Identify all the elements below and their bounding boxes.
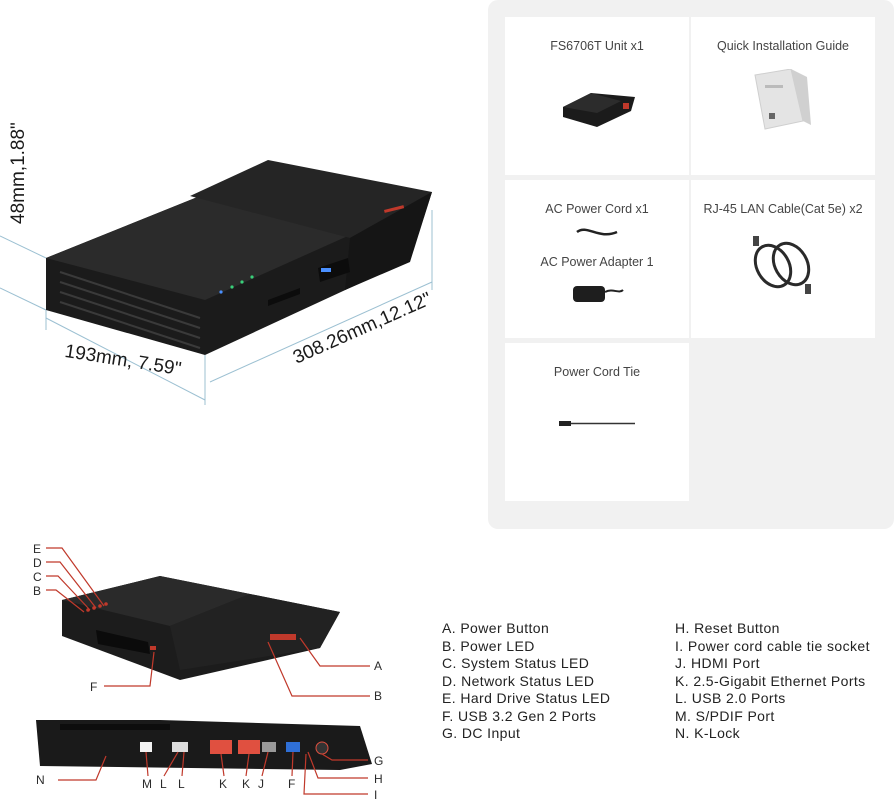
callout-letter: K (242, 777, 251, 791)
device-illustration (46, 160, 432, 355)
callout-letter: L (160, 777, 167, 791)
package-item-label: Quick Installation Guide (716, 39, 849, 53)
ethernet-cable-coil-icon (753, 236, 811, 294)
port-diagram (36, 547, 372, 795)
package-item-label: FS6706T Unit x1 (550, 39, 644, 53)
legend-item: C. System Status LED (442, 655, 590, 671)
callout-letter: H (374, 772, 383, 786)
package-item-label: Power Cord Tie (553, 365, 641, 379)
legend-item: F. USB 3.2 Gen 2 Ports (442, 707, 597, 724)
package-item-lan-cable: RJ-45 LAN Cable(Cat 5e) x2 (691, 180, 875, 338)
device-dimension-drawing (0, 160, 433, 405)
package-item-label: RJ-45 LAN Cable(Cat 5e) x2 (703, 202, 863, 216)
manual-booklet-icon (754, 69, 811, 130)
legend-right-column: H. Reset Button I. Power cord cable tie … (675, 620, 870, 743)
callout-letter: B (374, 689, 383, 703)
device-rear-view (36, 720, 372, 770)
legend-item: E. Hard Drive Status LED (442, 690, 611, 706)
power-cord-icon (576, 228, 618, 236)
callout-letter: L (178, 777, 185, 791)
legend-item: I. Power cord cable tie socket (675, 637, 870, 654)
callout-letter: F (90, 680, 98, 694)
callout-letter: A (374, 659, 383, 673)
device-thumbnail-icon (563, 93, 635, 127)
callout-letter: G (374, 754, 384, 768)
callout-letter: F (288, 777, 296, 791)
callout-letter: E (33, 542, 42, 556)
legend-item: G. DC Input (442, 725, 521, 741)
power-adapter-icon (573, 286, 624, 302)
legend-item: D. Network Status LED (442, 672, 595, 689)
legend-item: K. 2.5-Gigabit Ethernet Ports (675, 672, 866, 689)
height-dimension-label: 48mm,1.88" (8, 122, 29, 224)
callout-letter: M (142, 777, 152, 791)
callout-letter: B (33, 584, 42, 598)
package-item-label: AC Power Cord x1 (545, 202, 649, 216)
legend-item: J. HDMI Port (675, 655, 760, 671)
package-item-label: AC Power Adapter 1 (540, 255, 654, 269)
callout-letter: C (33, 570, 42, 584)
cable-tie-icon (559, 421, 635, 426)
callout-letter: K (219, 777, 228, 791)
callout-letter: J (258, 777, 264, 791)
legend-item: A. Power Button (442, 620, 550, 636)
package-item-power: AC Power Cord x1 AC Power Adapter 1 (505, 180, 689, 338)
legend-item: M. S/PDIF Port (675, 707, 775, 724)
callout-letter: D (33, 556, 42, 570)
legend-item: H. Reset Button (675, 620, 780, 636)
legend-left-column: A. Power Button B. Power LED C. System S… (442, 620, 610, 743)
package-item-unit: FS6706T Unit x1 (505, 17, 689, 175)
device-front-view (62, 576, 340, 680)
legend-item: B. Power LED (442, 637, 535, 654)
package-item-guide: Quick Installation Guide (691, 17, 875, 175)
callout-letter: N (36, 773, 45, 787)
legend-item: N. K-Lock (675, 725, 741, 741)
package-contents-panel: FS6706T Unit x1 Quick Installation Guide… (488, 0, 894, 529)
callout-letter: I (374, 788, 378, 802)
legend-item: L. USB 2.0 Ports (675, 690, 786, 706)
package-item-cord-tie: Power Cord Tie (505, 343, 689, 501)
